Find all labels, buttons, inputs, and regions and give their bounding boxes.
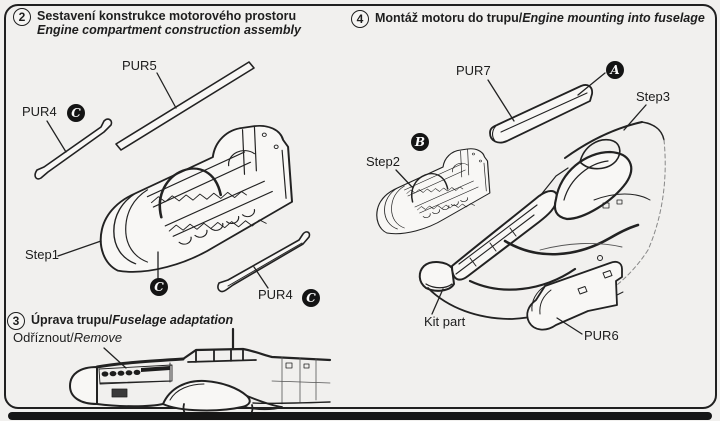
step1-label: Step1 bbox=[25, 247, 59, 262]
section-2-header: 2 Sestavení konstrukce motorového prosto… bbox=[13, 8, 301, 37]
section-3-title-cs: Úprava trupu/ bbox=[31, 313, 113, 327]
section-2-title-cs: Sestavení konstrukce motorového prostoru bbox=[37, 9, 297, 23]
spine-line bbox=[564, 121, 643, 159]
badge-c-pur4-left: C bbox=[67, 104, 85, 122]
step2-leader-lines bbox=[46, 72, 269, 289]
kit-part-label: Kit part bbox=[424, 314, 466, 329]
pur4-left-part bbox=[34, 118, 113, 180]
headrest bbox=[579, 138, 621, 170]
step-4-number-circle: 4 bbox=[351, 10, 369, 28]
exhaust-stubs bbox=[101, 366, 170, 377]
canopy-frames bbox=[187, 348, 257, 363]
step4-leader-lines bbox=[395, 72, 647, 335]
step4-drawing bbox=[376, 72, 666, 335]
pur6-part bbox=[526, 260, 624, 331]
remove-note-cs: Odříznout/ bbox=[13, 330, 74, 345]
section-4-title-en: Engine mounting into fuselage bbox=[522, 11, 705, 25]
badge-c-pur4-right: C bbox=[302, 289, 320, 307]
step2-label: Step2 bbox=[366, 154, 400, 169]
step-2-number-circle: 2 bbox=[13, 8, 31, 26]
badge-c-step1: C bbox=[150, 278, 168, 296]
engine-compartment-assembly bbox=[99, 124, 294, 274]
wing-fairing bbox=[162, 379, 251, 412]
pur4-left-label: PUR4 bbox=[22, 104, 57, 119]
cut-line bbox=[95, 357, 185, 369]
cowl-intake bbox=[111, 388, 128, 398]
section-4-header: 4 Montáž motoru do trupu/Engine mounting… bbox=[351, 10, 705, 28]
pur4-right-label: PUR4 bbox=[258, 287, 293, 302]
remove-leader-line bbox=[103, 347, 127, 369]
step-3-number-circle: 3 bbox=[7, 312, 25, 330]
badge-b-engine: B bbox=[411, 133, 429, 151]
pur7-label: PUR7 bbox=[456, 63, 491, 78]
section-4-title-cs: Montáž motoru do trupu/ bbox=[375, 11, 523, 25]
pur4-right-part bbox=[217, 231, 311, 293]
spinner bbox=[69, 366, 98, 405]
pur5-part bbox=[115, 61, 255, 151]
exhaust-shelf bbox=[503, 223, 640, 256]
nose-opening bbox=[418, 261, 455, 292]
step2-drawing bbox=[34, 61, 311, 293]
pur5-label: PUR5 bbox=[122, 58, 157, 73]
page-border bbox=[4, 4, 717, 409]
section-3-header: 3 Úprava trupu/Fuselage adaptation bbox=[7, 312, 233, 330]
step3-label: Step3 bbox=[636, 89, 670, 104]
remove-note-en: Remove bbox=[73, 330, 123, 345]
bottom-rule-bar bbox=[8, 412, 712, 420]
pur6-label: PUR6 bbox=[584, 328, 619, 343]
badge-a-pur7: A bbox=[606, 61, 624, 79]
cockpit-sill bbox=[553, 150, 633, 221]
remove-note: Odříznout/Remove bbox=[13, 330, 122, 345]
step3-drawing bbox=[69, 327, 332, 420]
section-3-title-en: Fuselage adaptation bbox=[112, 313, 234, 327]
section-2-title-en: Engine compartment construction assembly bbox=[37, 23, 301, 37]
